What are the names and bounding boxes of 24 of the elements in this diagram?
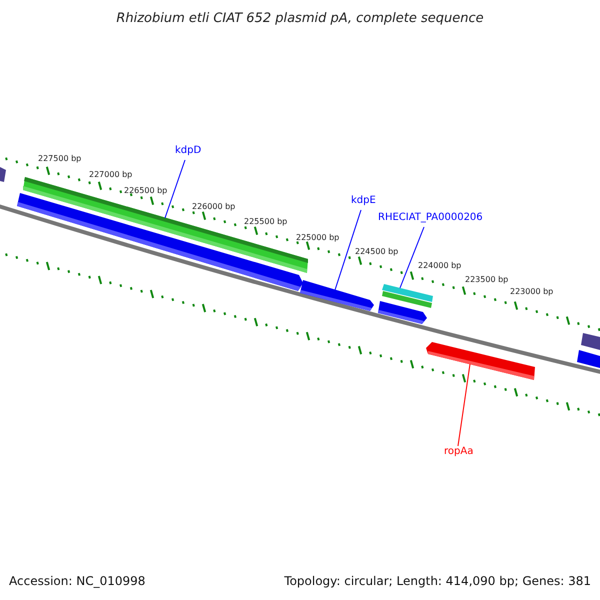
gene-label: ropAa — [444, 446, 474, 458]
gene-feature — [426, 342, 535, 380]
position-label: 225500 bp — [244, 217, 288, 227]
leader-line — [334, 210, 362, 290]
position-label: 223000 bp — [510, 287, 554, 297]
summary-text: Topology: circular; Length: 414,090 bp; Genes: 381 — [284, 574, 591, 588]
position-label: 224000 bp — [418, 261, 462, 271]
gene-label: RHECIAT_PA0000206 — [378, 212, 483, 224]
leader-line — [164, 160, 186, 218]
gene-label: kdpE — [351, 195, 376, 207]
leader-line — [400, 226, 424, 288]
position-label: 227500 bp — [38, 154, 82, 164]
position-label: 227000 bp — [89, 170, 132, 180]
position-label: 223500 bp — [465, 275, 508, 285]
title: Rhizobium etli CIAT 652 plasmid pA, complete sequence — [115, 10, 485, 28]
position-label: 226000 bp — [192, 202, 236, 212]
gene-label: kdpD — [175, 145, 202, 157]
position-label: 225000 bp — [296, 233, 340, 243]
gene-feature — [300, 280, 374, 311]
position-label: 226500 bp — [124, 186, 168, 196]
leader-line — [458, 364, 470, 446]
gene-feature — [382, 284, 433, 302]
position-label: 224500 bp — [355, 247, 398, 257]
accession-text: Accession: NC_010998 — [9, 574, 146, 588]
